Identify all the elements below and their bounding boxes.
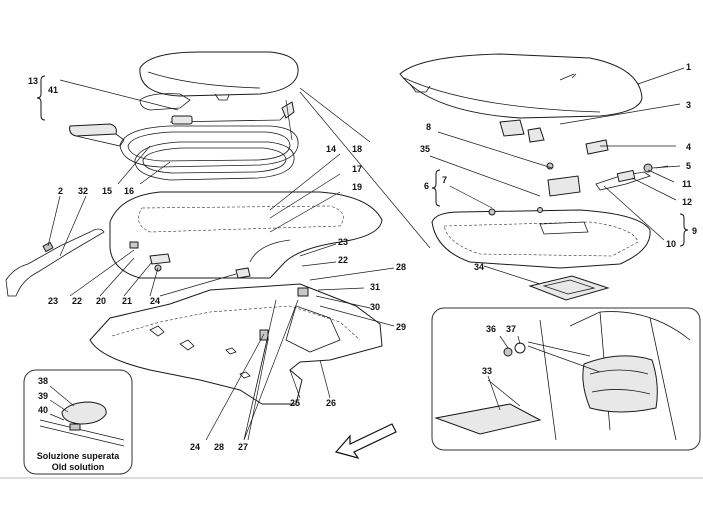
label-39: 39 (38, 391, 48, 401)
label-11: 11 (682, 179, 692, 189)
label-29: 29 (396, 322, 406, 332)
label-34: 34 (474, 262, 484, 272)
bracket-21 (149, 253, 171, 265)
lid-lock (547, 175, 581, 197)
label-8: 8 (426, 122, 431, 132)
lid-hinge (499, 119, 525, 137)
label-1: 1 (686, 62, 691, 72)
roof-panel-left (139, 51, 299, 97)
label-22-left: 22 (72, 296, 82, 306)
label-14: 14 (326, 144, 336, 154)
support-rod (5, 228, 105, 297)
label-27: 27 (238, 442, 248, 452)
label-25: 25 (290, 398, 300, 408)
label-40: 40 (38, 405, 48, 415)
label-24-top: 24 (150, 296, 160, 306)
label-2: 2 (58, 186, 63, 196)
label-35: 35 (420, 144, 430, 154)
label-28-top: 28 (396, 262, 406, 272)
label-23-right: 23 (338, 237, 348, 247)
label-19: 19 (352, 182, 362, 192)
label-23-left: 23 (48, 296, 58, 306)
label-6: 6 (424, 181, 429, 191)
label-41: 41 (48, 85, 58, 95)
label-28-bottom: 28 (214, 442, 224, 452)
label-5: 5 (686, 161, 691, 171)
clip-23-left (129, 241, 139, 249)
label-37: 37 (506, 324, 516, 334)
label-32: 32 (78, 186, 88, 196)
label-10: 10 (666, 239, 676, 249)
roof-shell (109, 191, 383, 279)
label-17: 17 (352, 164, 362, 174)
label-3: 3 (686, 100, 691, 110)
label-4: 4 (686, 142, 691, 152)
label-21: 21 (122, 296, 132, 306)
leader-lines (47, 67, 685, 441)
trunk-tray (431, 209, 651, 269)
trunk-net-pocket (582, 355, 658, 413)
panel-34 (528, 275, 610, 301)
part-labels: 13 41 14 18 17 19 15 16 2 32 23 22 28 31… (28, 62, 697, 452)
label-9: 9 (692, 226, 697, 236)
floor-mat-33 (434, 403, 542, 435)
roof-handle-41 (69, 123, 117, 137)
roof-frame-rail (139, 93, 191, 111)
front-direction-arrow (334, 423, 397, 460)
roof-seal-frame (119, 125, 299, 168)
label-33: 33 (482, 366, 492, 376)
label-31: 31 (370, 282, 380, 292)
inset-caption-en: Old solution (52, 462, 105, 472)
label-36: 36 (486, 324, 496, 334)
roof-seal-gasket (134, 141, 295, 181)
label-15: 15 (102, 186, 112, 196)
label-26: 26 (326, 398, 336, 408)
label-12: 12 (682, 197, 692, 207)
label-22-right: 22 (338, 255, 348, 265)
label-38: 38 (38, 376, 48, 386)
rear-lid (399, 53, 643, 119)
headliner-panel (89, 283, 383, 405)
inset-caption-it: Soluzione superata (37, 451, 121, 461)
label-16: 16 (124, 186, 134, 196)
label-30: 30 (370, 302, 380, 312)
label-13: 13 (28, 76, 38, 86)
label-18: 18 (352, 144, 362, 154)
label-20: 20 (96, 296, 106, 306)
label-24-bottom: 24 (190, 442, 200, 452)
label-7: 7 (442, 175, 447, 185)
